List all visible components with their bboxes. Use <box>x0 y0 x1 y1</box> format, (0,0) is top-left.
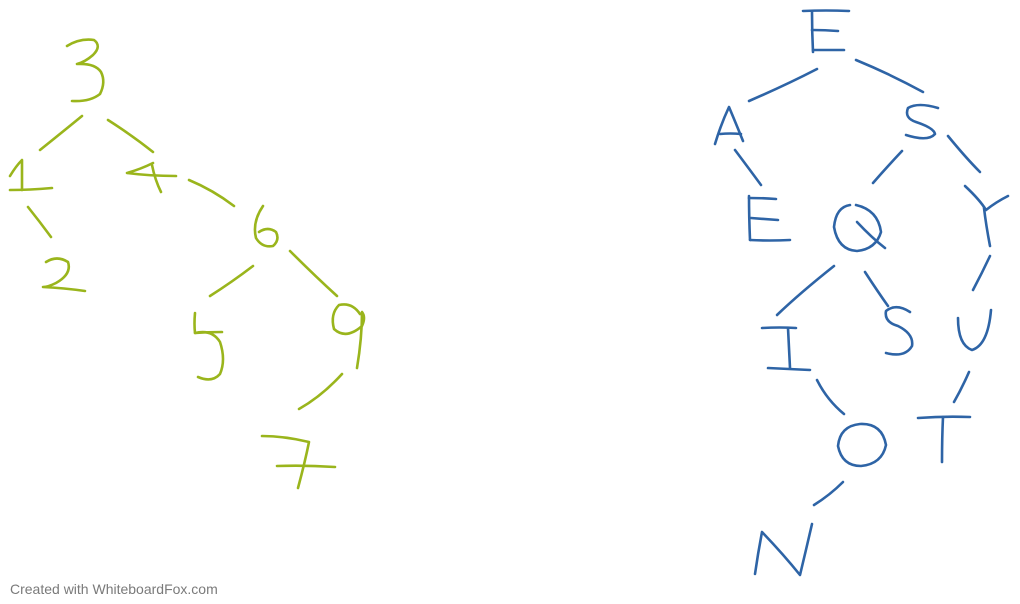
node-S-level3: S <box>884 305 914 356</box>
edge-3-1 <box>38 114 84 152</box>
edge-Q-S <box>863 270 890 308</box>
node-S-level1: S <box>904 103 940 140</box>
node-4: 4 <box>125 161 178 194</box>
node-3: 3 <box>65 38 105 103</box>
node-1: 1 <box>8 158 54 192</box>
edge-Y-U <box>971 254 992 292</box>
node-I: I <box>760 326 812 372</box>
edge-I-O <box>815 378 846 416</box>
node-Y: Y <box>963 184 1010 248</box>
node-9: 9 <box>331 303 366 370</box>
node-E-level2: E <box>747 194 792 242</box>
node-E-root: E <box>801 9 851 54</box>
node-U: U <box>956 308 993 352</box>
watermark-text: Created with WhiteboardFox.com <box>10 581 218 597</box>
edge-E-A <box>747 67 819 103</box>
node-7: 7 <box>260 434 337 490</box>
node-N: N <box>753 522 814 577</box>
edge-O-N <box>812 480 845 507</box>
node-2: 2 <box>41 257 87 293</box>
node-O: O <box>836 422 888 468</box>
edge-1-2 <box>26 205 53 239</box>
node-A: A <box>713 105 745 146</box>
edge-U-T <box>952 370 971 404</box>
left-tree: 3 1 4 2 6 <box>8 38 366 490</box>
edge-S-Y <box>946 134 982 174</box>
node-5: 5 <box>193 311 225 381</box>
node-Q: Q <box>832 203 887 253</box>
edge-6-9 <box>288 249 339 298</box>
edge-E-S <box>854 58 925 94</box>
right-tree: E A S E <box>713 9 1010 577</box>
edge-A-E <box>733 148 763 187</box>
edge-9-7 <box>297 372 344 411</box>
node-6: 6 <box>253 204 279 248</box>
node-T: T <box>916 415 972 464</box>
edge-Q-I <box>775 264 836 317</box>
edge-S-Q <box>871 149 904 185</box>
edge-4-6 <box>187 178 236 208</box>
edge-6-5 <box>208 264 255 298</box>
edge-3-4 <box>106 118 155 154</box>
